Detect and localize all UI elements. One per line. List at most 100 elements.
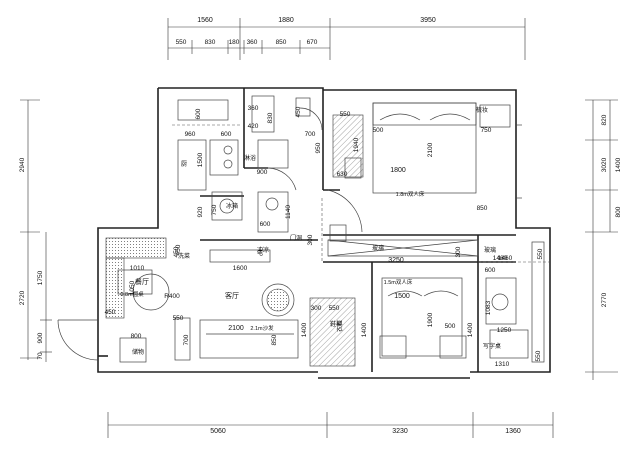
label-dims_top_row2-3: 360 [247, 39, 258, 46]
label-master-dims-6: 1800 [390, 167, 406, 174]
label-living-labels-sofa: 2.1m沙发 [250, 324, 274, 332]
bathroom [251, 95, 311, 233]
label-bath-labels-shower: 淋浴 [244, 154, 256, 162]
label-dims_left-1: 1750 [37, 270, 44, 285]
label-corridor-labels-tv: 电 [257, 249, 263, 257]
label-master-dims-5: 750 [481, 127, 492, 134]
label-corridor-labels-glass: 玻璃 [372, 244, 384, 252]
label-second-dims-4: 1900 [427, 312, 434, 327]
label-dims_top_row2-1: 830 [205, 39, 216, 46]
label-dims_right-3: 800 [615, 206, 622, 217]
label-living-dims-5: 1400 [301, 322, 308, 337]
label-corridor-dims-5: 550 [537, 248, 544, 259]
label-bath-dims-6: 1140 [285, 205, 292, 219]
label-corridor-dims-1: 300 [307, 234, 314, 245]
label-living-dims-0: 800 [131, 333, 142, 340]
label-dining-dims-3: R400 [164, 293, 180, 300]
label-kitchen-dims-3: 1500 [197, 152, 204, 167]
label-kitchen-dims-6: 450 [175, 244, 182, 255]
label-dims_bottom-2: 1360 [505, 428, 521, 435]
label-corridor-labels-door: 门洞 [290, 234, 302, 242]
study [478, 241, 550, 363]
dining-area [105, 237, 191, 363]
label-study-dims-5: 550 [535, 350, 542, 361]
label-master-dims-0: 550 [340, 111, 351, 118]
label-bath-dims-2: 830 [267, 112, 274, 123]
label-kitchen-labels-sink: 洗菜 [178, 252, 190, 260]
label-kitchen-labels-stove: 冰箱 [226, 202, 238, 210]
label-second-labels-wardrobe: 衣柜 [336, 320, 344, 332]
kitchen [172, 99, 243, 221]
label-kitchen-dims-2: 600 [221, 131, 232, 138]
label-dims_left-4: 70 [37, 352, 44, 360]
label-second-dims-1: 550 [329, 305, 340, 312]
label-master-dims-2: 1940 [353, 137, 360, 152]
label-dining-dims-2: 1050 [129, 280, 136, 295]
label-kitchen-labels-fridge_area: 厨 [181, 161, 187, 168]
label-dims_right-2: 1400 [615, 157, 622, 172]
master-bedroom [332, 102, 522, 199]
label-living-labels-room: 客厅 [225, 291, 239, 300]
label-bath-dims-5: 900 [257, 169, 268, 176]
label-master-labels-desk: 梳妆 [476, 106, 488, 114]
label-living-dims-2: 700 [183, 334, 190, 345]
label-master-dims-7: 850 [477, 205, 488, 212]
label-bath-dims-0: 360 [248, 105, 259, 112]
label-master-dims-3: 630 [337, 171, 348, 178]
label-bath-dims-4: 700 [305, 131, 316, 138]
dimension-lines [20, 18, 618, 438]
label-master-dims-1: 500 [373, 127, 384, 134]
label-living-dims-3: 2100 [228, 325, 244, 332]
label-bath-dims-3: 450 [295, 106, 302, 117]
label-living-dims-4: 850 [271, 334, 278, 345]
label-dims_top_row1-0: 1560 [197, 17, 213, 24]
label-bath-labels-basin: 冲凉 [257, 246, 269, 254]
label-study-dims-2: 1250 [497, 327, 512, 334]
label-corridor-dims-0: 3250 [388, 257, 404, 264]
label-dims_bottom-1: 3230 [392, 428, 408, 435]
label-living-dims-1: 550 [173, 315, 184, 322]
second-bedroom [379, 277, 467, 359]
label-dims_bottom-0: 5060 [210, 428, 226, 435]
label-dims_right-1: 3020 [601, 157, 608, 172]
label-dining-dims-5: 0.8m圆桌 [120, 290, 144, 298]
label-second-dims-3: 1500 [394, 293, 410, 300]
label-dining-labels-cabinet: 储物 [132, 348, 144, 356]
label-kitchen-dims-5: 750 [211, 204, 218, 215]
label-master-dims-4: 2100 [427, 142, 434, 157]
label-master-labels-bed: 1.8m双人床 [396, 190, 425, 198]
label-dims_top_row2-5: 670 [307, 39, 318, 46]
label-dims_left-2: 2720 [19, 290, 26, 305]
label-kitchen-dims-0: 600 [195, 108, 202, 119]
corridor [321, 198, 479, 262]
label-study-dims-3: 1310 [495, 361, 510, 368]
label-second-dims-6: 1400 [467, 322, 474, 337]
label-kitchen-dims-1: 960 [185, 131, 196, 138]
label-master-dims-8: 950 [315, 142, 322, 153]
label-second-dims-0: 300 [311, 305, 322, 312]
label-dining-dims-0: 450 [173, 246, 180, 257]
label-dining-labels-room: 餐厅 [135, 277, 149, 286]
label-dims_left-3: 900 [37, 332, 44, 343]
label-corridor-labels-glass2: 玻璃 [484, 246, 496, 254]
label-living-labels-cabinet: 鞋柜 [330, 320, 342, 328]
label-dims_top_row2-2: 180 [229, 39, 240, 46]
label-dining-dims-1: 1010 [130, 265, 145, 272]
living-room [199, 249, 356, 367]
label-corridor-dims-3: 1600 [233, 265, 248, 272]
label-dims_left-0: 2940 [19, 157, 26, 172]
label-study-dims-0: 600 [485, 267, 496, 274]
label-second-labels-bed: 1.5m双人床 [384, 278, 413, 286]
label-kitchen-dims-4: 920 [197, 206, 204, 217]
label-dims_right-0: 820 [601, 114, 608, 125]
label-bath-dims-7: 600 [260, 221, 271, 228]
label-dims_top_row2-0: 550 [176, 39, 187, 46]
label-dims_right-4: 2770 [601, 292, 608, 307]
label-study-labels-desk: 写字桌 [483, 342, 501, 350]
label-corridor-dims-4: 1460 [498, 255, 513, 262]
label-dims_top_row1-2: 3950 [420, 17, 436, 24]
label-dining-dims-4: 450 [105, 309, 116, 316]
doors [57, 107, 363, 361]
